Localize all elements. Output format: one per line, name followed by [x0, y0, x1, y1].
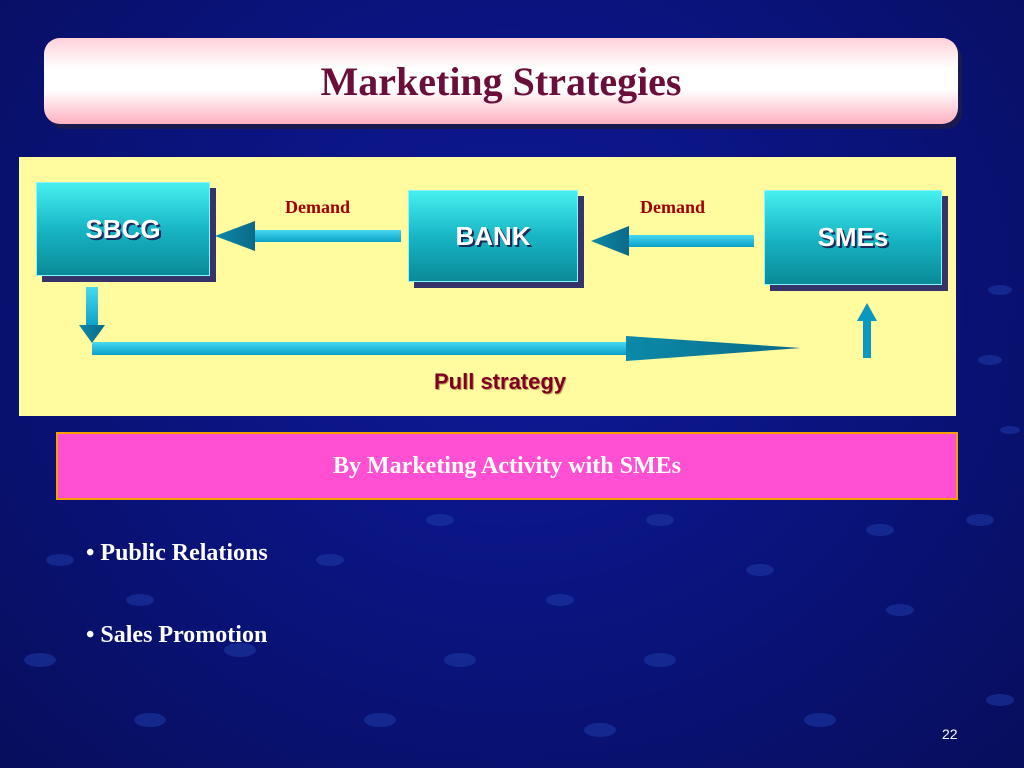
pull-strategy-label: Pull strategy: [434, 369, 567, 394]
arrow-smes-to-bank: [591, 226, 754, 256]
bullet-item: • Public Relations: [86, 540, 268, 566]
marketing-activity-text: By Marketing Activity with SMEs: [333, 452, 681, 479]
node-sbcg-label: SBCG: [85, 213, 161, 244]
arrow-bank-to-sbcg: [215, 221, 401, 251]
arrow-sbcg-down: [79, 287, 105, 343]
node-bank: BANK: [408, 190, 578, 282]
arrow-up-to-smes: [857, 303, 877, 358]
pull-strategy-diagram: SBCG BANK SMEs Demand Demand Pull strate…: [19, 157, 956, 416]
bullet-item: • Sales Promotion: [86, 622, 268, 648]
node-bank-label: BANK: [455, 220, 531, 251]
slide-title: Marketing Strategies: [320, 58, 682, 104]
edge-label-demand-smes-bank: Demand: [640, 197, 706, 217]
bullet-list: • Public Relations • Sales Promotion: [86, 540, 268, 704]
node-smes: SMEs: [764, 190, 942, 285]
arrow-pull-strategy: [92, 336, 801, 361]
marketing-activity-banner: By Marketing Activity with SMEs: [56, 432, 958, 500]
edge-label-demand-bank-sbcg: Demand: [285, 197, 351, 217]
node-sbcg: SBCG: [36, 182, 210, 276]
page-number: 22: [942, 726, 958, 742]
node-smes-label: SMEs: [817, 222, 889, 252]
title-banner: Marketing Strategies: [44, 38, 958, 124]
diagram-arrows: [79, 221, 877, 361]
